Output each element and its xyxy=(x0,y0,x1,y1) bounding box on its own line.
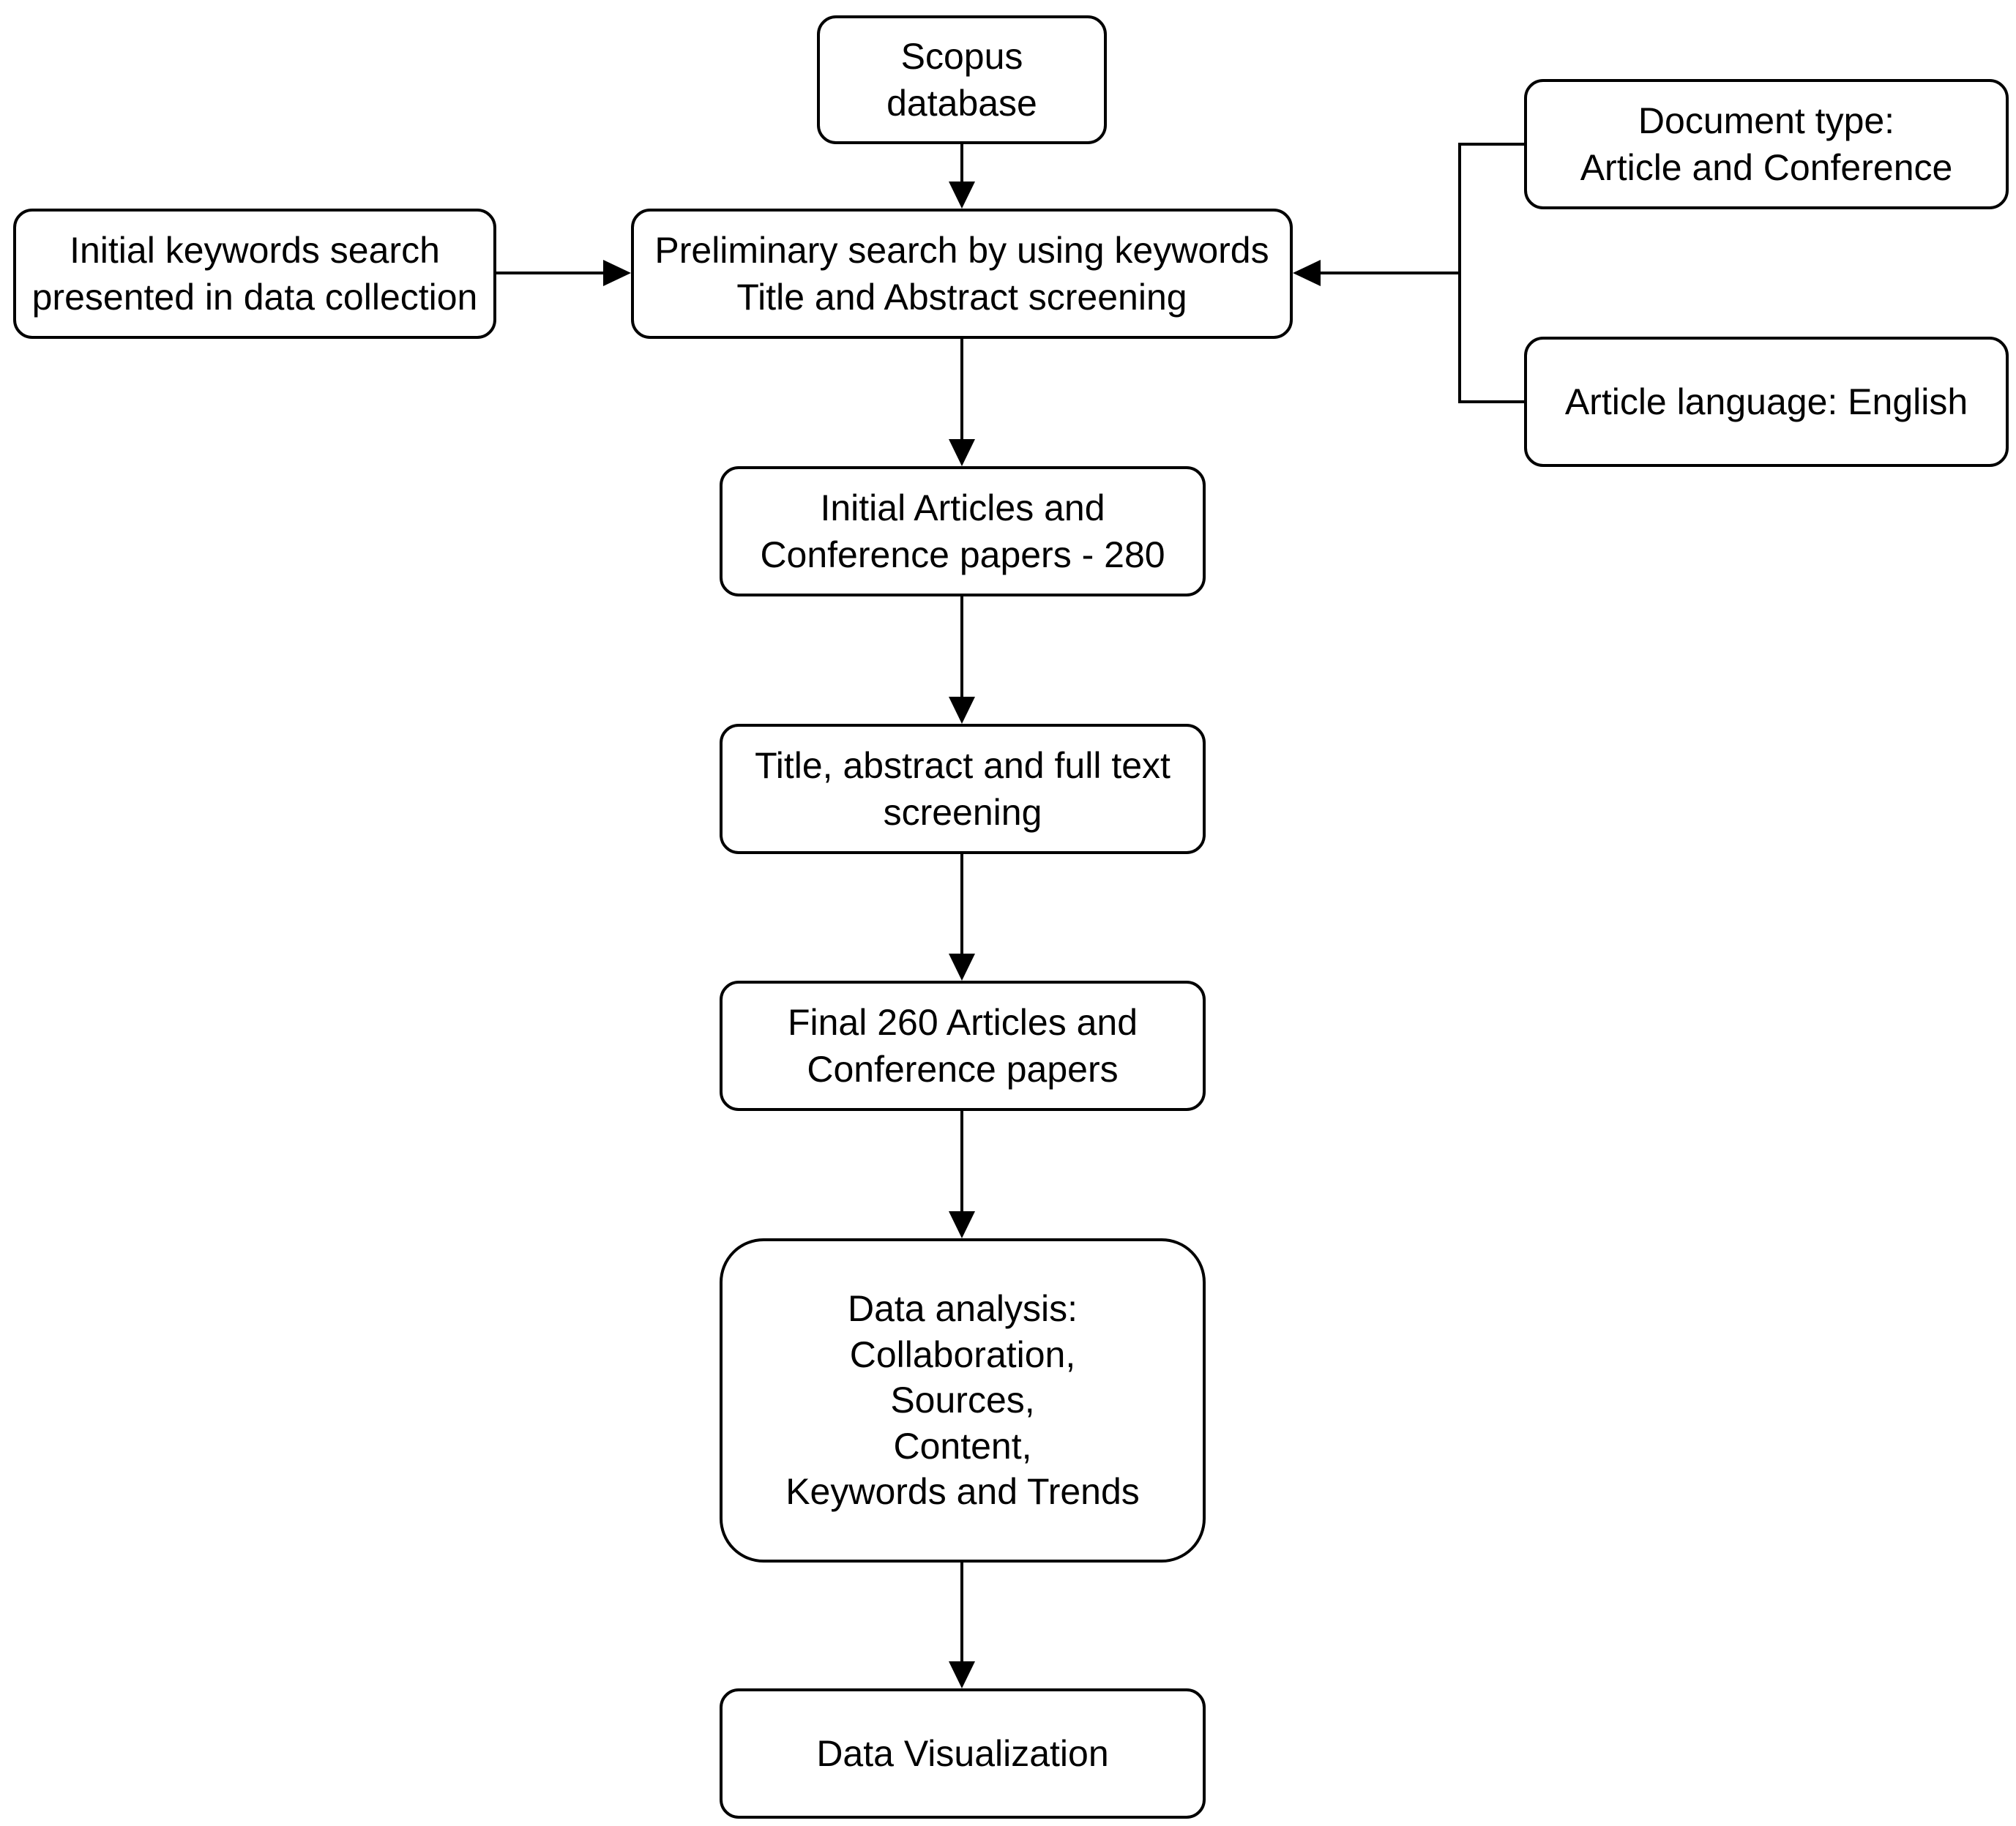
arrowhead-analysis-to-visualization xyxy=(949,1661,975,1688)
node-scopus-database: Scopus database xyxy=(817,15,1107,144)
node-article-language: Article language: English xyxy=(1524,337,2009,467)
edge-bracket-doctype-language xyxy=(1458,143,1524,403)
node-initial-keywords-search: Initial keywords search presented in dat… xyxy=(13,209,496,339)
arrowhead-scopus-to-preliminary xyxy=(949,182,975,209)
arrowhead-bracket-to-preliminary xyxy=(1293,260,1321,286)
arrowhead-preliminary-to-initial xyxy=(949,439,975,466)
arrowhead-initial-to-screening xyxy=(949,697,975,724)
arrowhead-screening-to-final xyxy=(949,954,975,981)
arrowhead-final-to-analysis xyxy=(949,1211,975,1238)
node-preliminary-search: Preliminary search by using keywords Tit… xyxy=(631,209,1293,339)
node-data-visualization: Data Visualization xyxy=(720,1688,1206,1819)
node-data-analysis: Data analysis: Collaboration, Sources, C… xyxy=(720,1238,1206,1563)
node-final-articles: Final 260 Articles and Conference papers xyxy=(720,981,1206,1111)
arrowhead-keywords-to-preliminary xyxy=(603,260,631,286)
node-full-text-screening: Title, abstract and full text screening xyxy=(720,724,1206,854)
node-document-type: Document type: Article and Conference xyxy=(1524,79,2009,209)
node-initial-articles: Initial Articles and Conference papers -… xyxy=(720,466,1206,596)
